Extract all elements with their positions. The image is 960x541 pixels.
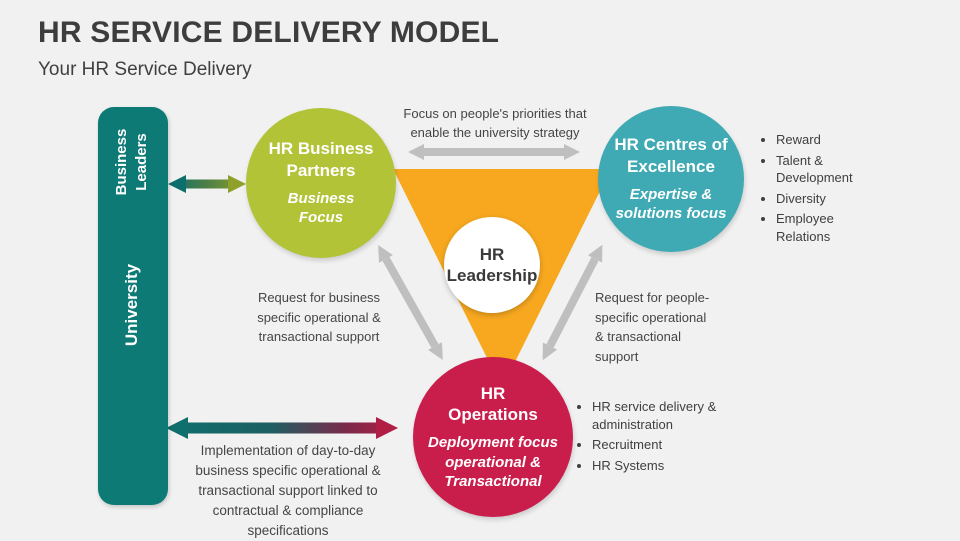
node-hr-business-partners: HR Business Partners Business Focus	[246, 108, 396, 258]
list-item: Talent & Development	[776, 152, 880, 187]
university-label: University	[122, 263, 141, 347]
node-subtitle: Expertise & solutions focus	[615, 185, 727, 223]
list-item: Employee Relations	[776, 210, 880, 245]
university-bar	[98, 107, 168, 505]
list-item: Reward	[776, 131, 880, 149]
page-subtitle: Your HR Service Delivery	[38, 59, 252, 80]
annotation-focus: Focus on people's priorities that enable…	[403, 106, 587, 140]
list-item: HR Systems	[592, 457, 744, 475]
node-title: HR Leadership	[446, 244, 538, 285]
annotation-implementation: Implementation of day-to-day business sp…	[195, 443, 381, 538]
node-title: HR Operations	[448, 383, 538, 424]
business-leaders-label: Business Leaders	[113, 128, 150, 196]
node-hr-centres-of-excellence: HR Centres of Excellence Expertise & sol…	[598, 106, 744, 252]
node-hr-leadership: HR Leadership	[444, 217, 540, 313]
arrow-centres-operations	[542, 244, 603, 361]
node-subtitle: Deployment focus operational & Transacti…	[427, 434, 559, 490]
centres-bullet-list: RewardTalent & DevelopmentDiversityEmplo…	[760, 131, 880, 248]
annotation-request-people: Request for people- specific operational…	[595, 290, 710, 364]
node-subtitle: Business Focus	[287, 189, 355, 227]
node-title: HR Centres of Excellence	[614, 135, 728, 176]
list-item: HR service delivery & administration	[592, 398, 744, 433]
annotation-request-business: Request for business specific operationa…	[257, 290, 381, 344]
list-item: Recruitment	[592, 436, 744, 454]
list-item: Diversity	[776, 190, 880, 208]
node-hr-operations: HR Operations Deployment focus operation…	[413, 357, 573, 517]
node-title: HR Business Partners	[268, 139, 374, 180]
operations-bullet-list: HR service delivery & administrationRecr…	[576, 398, 744, 477]
page-title: HR SERVICE DELIVERY MODEL	[38, 16, 500, 49]
arrow-partners-operations	[378, 245, 443, 360]
